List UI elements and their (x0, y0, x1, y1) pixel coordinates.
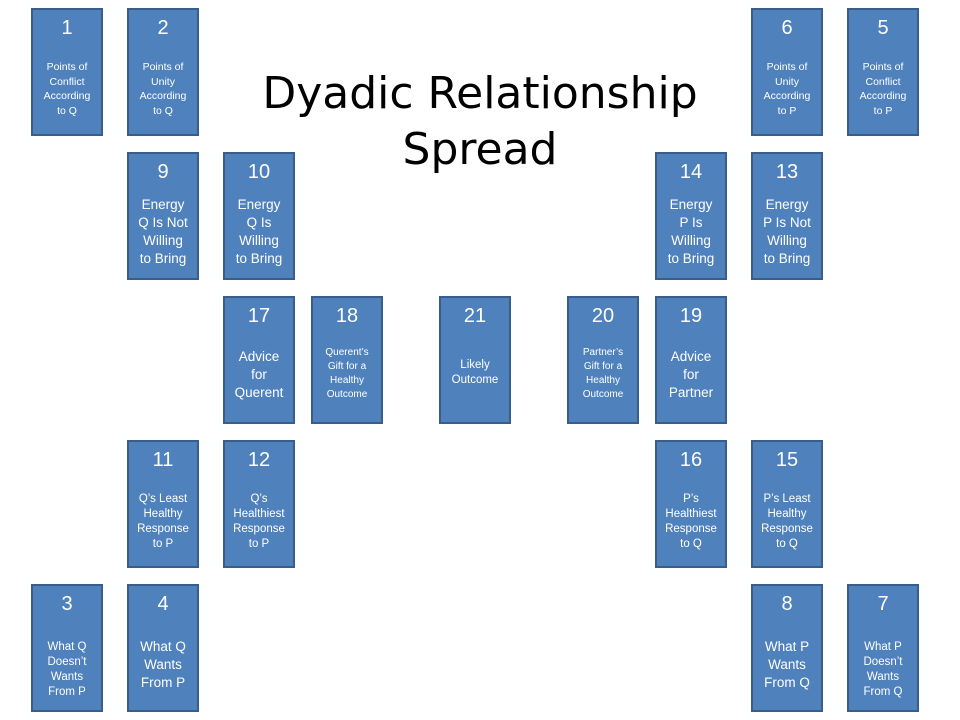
card-number: 18 (335, 305, 359, 327)
card-6: 6 Points of Unity According to P (751, 8, 823, 136)
card-number: 2 (157, 17, 169, 39)
card-number: 17 (247, 305, 271, 327)
card-label: Q’s Least Healthy Response to P (137, 493, 189, 550)
card-label: Points of Conflict According to Q (43, 61, 91, 117)
card-number: 16 (679, 449, 703, 471)
card-label: Energy P Is Willing to Bring (667, 197, 715, 266)
card-14: 14 Energy P Is Willing to Bring (655, 152, 727, 280)
card-12: 12 Q’s Healthiest Response to P (223, 440, 295, 568)
card-label: Partner’s Gift for a Healthy Outcome (582, 347, 624, 400)
card-21: 21 Likely Outcome (439, 296, 511, 424)
card-label: What Q Doesn’t Wants From P (47, 641, 87, 698)
card-label: Energy Q Is Not Willing to Bring (138, 197, 188, 266)
card-7: 7 What P Doesn’t Wants From Q (847, 584, 919, 712)
card-17: 17 Advice for Querent (223, 296, 295, 424)
card-3: 3 What Q Doesn’t Wants From P (31, 584, 103, 712)
diagram-title: Dyadic Relationship Spread (240, 66, 720, 178)
title-line-2: Spread (402, 124, 558, 175)
card-number: 5 (877, 17, 889, 39)
card-number: 8 (781, 593, 793, 615)
card-number: 10 (247, 161, 271, 183)
card-1: 1 Points of Conflict According to Q (31, 8, 103, 136)
card-label: Querent’s Gift for a Healthy Outcome (325, 347, 369, 400)
card-label: P’s Healthiest Response to Q (665, 493, 717, 550)
card-number: 12 (247, 449, 271, 471)
card-20: 20 Partner’s Gift for a Healthy Outcome (567, 296, 639, 424)
card-4: 4 What Q Wants From P (127, 584, 199, 712)
card-number: 19 (679, 305, 703, 327)
card-number: 11 (152, 449, 174, 471)
card-number: 20 (591, 305, 615, 327)
card-number: 21 (463, 305, 487, 327)
card-9: 9 Energy Q Is Not Willing to Bring (127, 152, 199, 280)
card-16: 16 P’s Healthiest Response to Q (655, 440, 727, 568)
card-label: Points of Unity According to Q (139, 61, 187, 117)
card-label: What Q Wants From P (140, 639, 186, 690)
card-number: 6 (781, 17, 793, 39)
card-11: 11 Q’s Least Healthy Response to P (127, 440, 199, 568)
card-13: 13 Energy P Is Not Willing to Bring (751, 152, 823, 280)
title-line-1: Dyadic Relationship (262, 68, 698, 119)
card-label: What P Doesn’t Wants From Q (863, 641, 903, 698)
card-label: Q’s Healthiest Response to P (233, 493, 285, 550)
card-19: 19 Advice for Partner (655, 296, 727, 424)
card-2: 2 Points of Unity According to Q (127, 8, 199, 136)
card-label: What P Wants From Q (764, 639, 810, 690)
card-15: 15 P’s Least Healthy Response to Q (751, 440, 823, 568)
card-10: 10 Energy Q Is Willing to Bring (223, 152, 295, 280)
card-18: 18 Querent’s Gift for a Healthy Outcome (311, 296, 383, 424)
card-number: 14 (679, 161, 703, 183)
card-number: 1 (61, 17, 73, 39)
card-number: 4 (157, 593, 169, 615)
card-label: Energy P Is Not Willing to Bring (763, 197, 811, 266)
card-number: 15 (775, 449, 799, 471)
card-5: 5 Points of Conflict According to P (847, 8, 919, 136)
card-label: Advice for Querent (234, 349, 284, 400)
card-8: 8 What P Wants From Q (751, 584, 823, 712)
card-number: 7 (877, 593, 889, 615)
card-label: Points of Unity According to P (763, 61, 811, 117)
card-label: Energy Q Is Willing to Bring (235, 197, 283, 266)
card-number: 3 (61, 593, 73, 615)
card-number: 13 (775, 161, 799, 183)
card-label: P’s Least Healthy Response to Q (761, 493, 813, 550)
card-label: Points of Conflict According to P (859, 61, 907, 117)
card-number: 9 (157, 161, 169, 183)
card-label: Advice for Partner (668, 349, 714, 400)
card-label: Likely Outcome (451, 359, 499, 386)
